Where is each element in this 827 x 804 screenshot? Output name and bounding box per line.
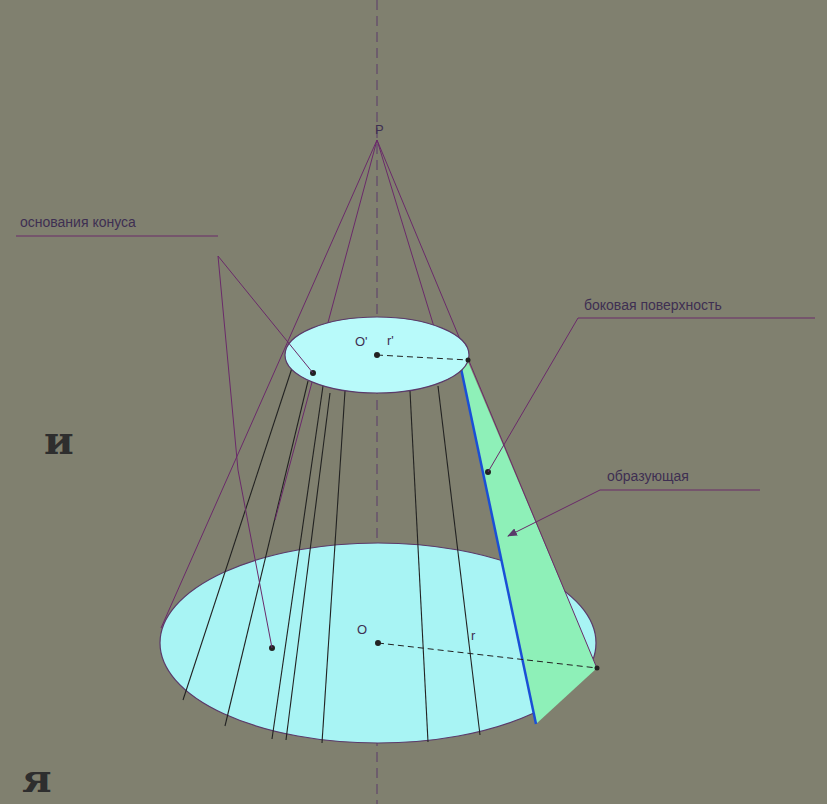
callout-label: основания конуса — [20, 214, 136, 230]
point-label: P — [374, 122, 385, 138]
radius-label: r' — [386, 333, 395, 349]
bottom-radius — [378, 643, 597, 668]
slide-text: и — [44, 418, 74, 462]
callout-label: боковая поверхность — [584, 297, 722, 313]
slide-text: я — [22, 756, 52, 800]
cone-outline — [161, 140, 596, 666]
radius-label: r — [470, 628, 476, 644]
points — [269, 352, 600, 671]
top-radius — [377, 355, 468, 360]
generatrix-lines — [183, 368, 480, 743]
callout-label: образующая — [607, 468, 689, 484]
generatrix-highlight — [455, 340, 536, 724]
lateral-strip — [455, 338, 597, 724]
top-base — [285, 317, 469, 393]
point-label: O — [356, 622, 368, 638]
leader-lines — [16, 236, 815, 648]
point-label: O' — [354, 334, 369, 350]
